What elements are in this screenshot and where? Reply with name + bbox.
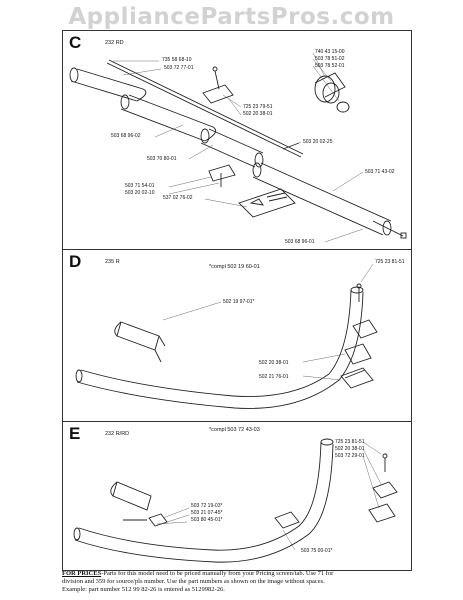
diagram-panel-c: C 232 RD xyxy=(62,30,412,251)
panel-letter-e: E xyxy=(69,424,81,443)
part-label-d-502-21-76-01: 502 21 76-01 xyxy=(259,374,289,380)
complete-assembly-note-e: *compl 503 72 43-03 xyxy=(209,427,260,433)
part-label-e-503-80-45-01: 503 80 45-01* xyxy=(191,517,223,523)
part-label-c-503-78-52-01: 503 78 52-01 xyxy=(315,63,345,69)
part-label-c-503-71-54-01: 503 71 54-01 xyxy=(125,183,155,189)
part-label-c-503-78-51-02: 503 78 51-02 xyxy=(315,56,345,62)
part-label-c-735-58-68-10: 735 58 68-10 xyxy=(162,57,192,63)
panel-letter-d: D xyxy=(69,252,82,271)
panel-model-e: 232 R/RD xyxy=(105,431,130,437)
part-label-d-502-19-97-01: 502 19 97-01* xyxy=(223,299,255,305)
pricing-note-line-1: FOR PRICES-Parts for this model need to … xyxy=(62,570,422,578)
part-label-d-502-20-38-01: 502 20 38-01 xyxy=(259,360,289,366)
site-watermark: AppliancePartsPros.com xyxy=(68,4,395,30)
pricing-note-line-2: division and 359 for source/pls number. … xyxy=(62,577,325,585)
part-label-e-502-20-38-01: 502 20 38-01 xyxy=(335,446,365,452)
handlebar-drawing-d xyxy=(75,263,378,409)
part-label-c-503-20-02-25: 503 20 02-25 xyxy=(303,139,333,145)
part-label-c-740-43-15-00: 740 43 15-00 xyxy=(315,49,345,55)
diagram-panel-e: E 232 R/RD *compl 503 72 43-03 xyxy=(62,421,412,571)
part-label-c-503-68-96-01: 503 68 96-01 xyxy=(285,239,315,245)
part-label-e-503-72-19-03: 503 72 19-03* xyxy=(191,503,223,509)
part-label-c-503-70-80-01: 503 70 80-01 xyxy=(147,156,177,162)
pricing-note: FOR PRICES-Parts for this model need to … xyxy=(62,570,422,593)
part-label-c-503-20-02-10: 503 20 02-10 xyxy=(125,190,155,196)
part-label-e-725-23-81-51: 725 23 81-51 xyxy=(335,439,365,445)
part-label-d-725-23-81-51: 725 23 81-51 xyxy=(375,259,405,265)
part-label-c-537-02-76-02: 537 02 76-02 xyxy=(163,195,193,201)
part-label-e-503-75-00-01: 503 75 00-01* xyxy=(301,548,333,554)
part-label-c-725-23-79-51: 725 23 79-51 xyxy=(243,104,273,110)
panel-model-c: 232 RD xyxy=(105,40,124,46)
panel-letter-c: C xyxy=(69,33,82,52)
for-prices-heading: FOR PRICES xyxy=(62,570,102,577)
part-label-c-503-71-43-02: 503 71 43-02 xyxy=(365,169,395,175)
panel-model-d: 235 R xyxy=(105,259,120,265)
part-label-c-503-72-77-01: 503 72 77-01 xyxy=(164,65,194,71)
part-label-c-502-20-38-01: 502 20 38-01 xyxy=(243,111,273,117)
part-label-e-503-21-07-45: 503 21 07-45* xyxy=(191,510,223,516)
pricing-note-text-1: -Parts for this model need to be priced … xyxy=(101,570,334,577)
part-label-c-503-68-96-02: 503 68 96-02 xyxy=(111,133,141,139)
handlebar-drawing-e xyxy=(73,438,398,563)
diagram-panel-d: D 235 R *compl 502 19 60-01 xyxy=(62,249,412,423)
handle-assembly-drawing-c xyxy=(69,52,407,243)
complete-assembly-note-d: *compl 502 19 60-01 xyxy=(209,264,260,270)
part-label-e-503-72-29-01: 503 72 29-01 xyxy=(335,453,365,459)
pricing-note-line-3: Example: part number 512 99 82-26 is ent… xyxy=(62,585,225,593)
